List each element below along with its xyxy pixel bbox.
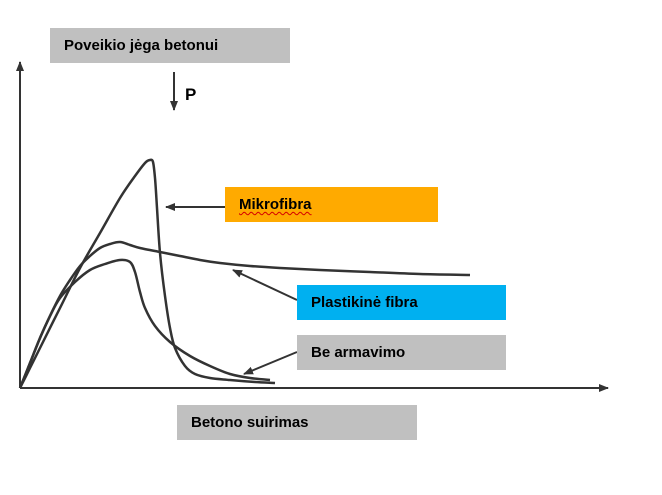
legend-plastikine-fibra-text: Plastikinė fibra <box>311 294 418 311</box>
pointer-be-armavimo <box>243 351 298 375</box>
series-line-mikrofibra <box>18 158 276 389</box>
legend-plastikine-fibra: Plastikinė fibra <box>297 285 506 320</box>
y-axis-title: Poveikio jėga betonui <box>50 28 290 63</box>
legend-mikrofibra: Mikrofibra <box>225 187 438 222</box>
series-line-be-armavimo <box>18 258 271 389</box>
legend-be-armavimo-text: Be armavimo <box>311 344 406 361</box>
legend-be-armavimo: Be armavimo <box>297 335 506 370</box>
legend-mikrofibra-text: Mikrofibra <box>239 196 312 213</box>
x-axis-title: Betono suirimas <box>177 405 417 440</box>
series-layer <box>18 158 471 389</box>
pointer-plastikine-fibra <box>232 269 298 301</box>
load-p-label: P <box>185 85 197 104</box>
